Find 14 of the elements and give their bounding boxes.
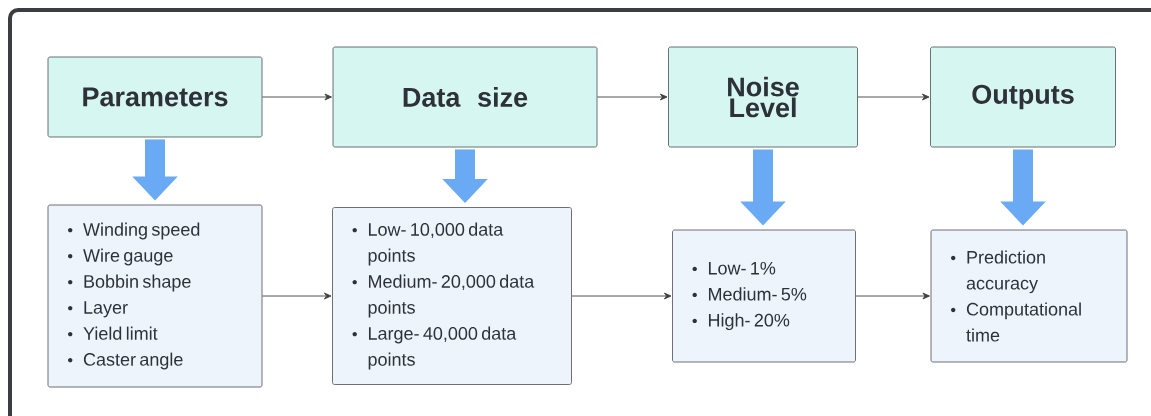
bullet-list-box: Winding speed Wire gauge Bobbin shape Layer Yield limit Caster angle — [47, 204, 263, 388]
arrow — [571, 292, 672, 300]
bullet-list-box: Prediction accuracy Computational time — [930, 229, 1128, 363]
bullet-list-box: Low- 10,000 data points Medium- 20,000 data points Large- 40,000 data points — [332, 207, 572, 385]
arrow — [857, 93, 930, 101]
arrow — [596, 93, 668, 101]
process-box: Parameters — [47, 56, 263, 138]
arrow — [261, 292, 332, 300]
process-box: Data size — [332, 46, 598, 148]
process-box: Noise Level — [668, 46, 858, 148]
arrow — [855, 292, 930, 300]
process-box: Outputs — [930, 46, 1116, 148]
arrow — [261, 93, 332, 101]
bullet-list-box: Low- 1% Medium- 5% High- 20% — [672, 229, 856, 363]
